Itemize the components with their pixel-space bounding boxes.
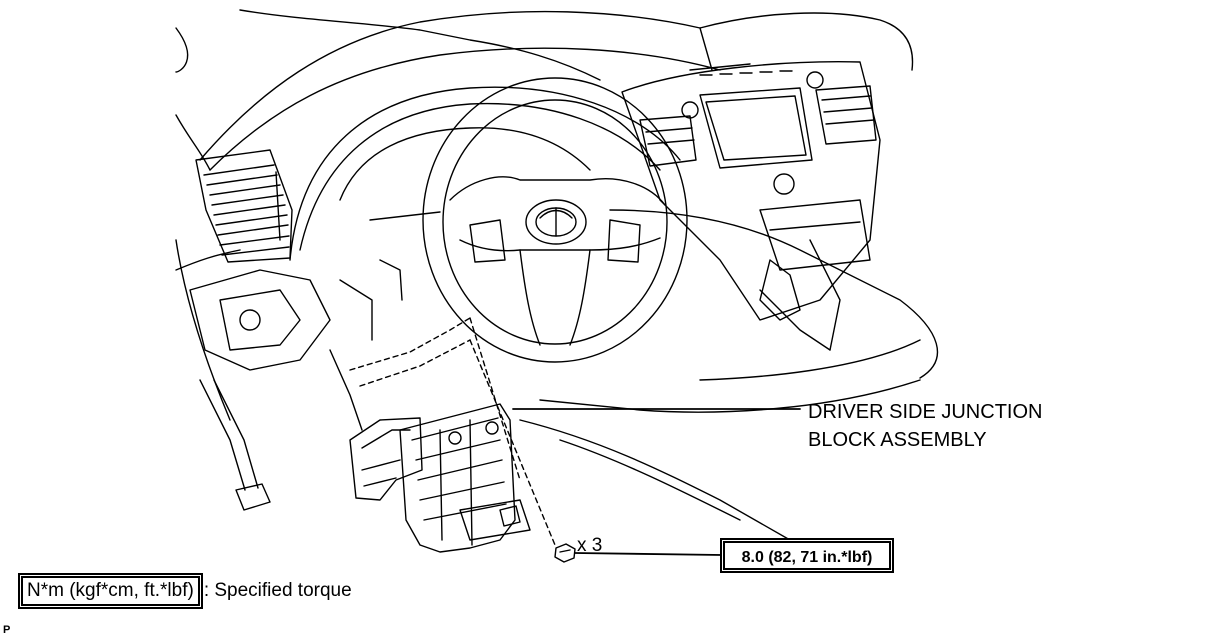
fastener-quantity: x 3: [577, 535, 603, 556]
legend-units-box: N*m (kgf*cm, ft.*lbf): [21, 576, 200, 606]
steering-wheel: [422, 77, 688, 363]
nut-icon: [554, 543, 576, 563]
junction-block-illustration: [349, 403, 531, 553]
part-label-line1: DRIVER SIDE JUNCTION: [808, 401, 1043, 423]
part-label: DRIVER SIDE JUNCTION BLOCK ASSEMBLY: [808, 398, 1042, 454]
center-console: [621, 61, 881, 351]
leader-lines: [512, 408, 801, 556]
instrument-cluster: [289, 86, 681, 261]
install-guide-dashed: [349, 317, 556, 546]
lower-dash: [189, 259, 403, 511]
corner-mark: P: [3, 624, 11, 636]
torque-legend: N*m (kgf*cm, ft.*lbf): Specified torque: [18, 576, 352, 606]
torque-value-box: 8.0 (82, 71 in.*lbf): [723, 541, 891, 570]
legend-description: : Specified torque: [203, 580, 352, 601]
left-air-vent: [195, 149, 293, 263]
part-label-line2: BLOCK ASSEMBLY: [808, 429, 987, 451]
